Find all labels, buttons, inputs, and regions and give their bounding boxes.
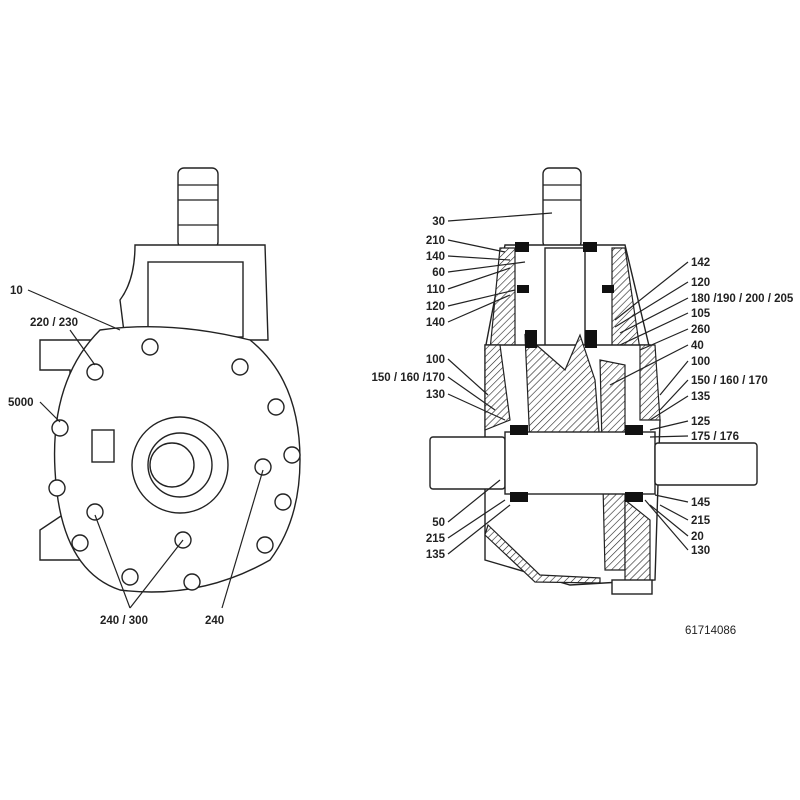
part-label: 5000	[8, 397, 34, 409]
part-label: 260	[691, 324, 710, 336]
part-label: 150 / 160 /170	[371, 372, 445, 384]
part-label: 240 / 300	[100, 615, 148, 627]
left-part-labels: 30 210 140 60 110 120 140 100 150 / 160 …	[371, 216, 445, 561]
part-label: 100	[426, 354, 445, 366]
part-label: 135	[691, 391, 711, 403]
part-label: 145	[691, 497, 711, 509]
part-label: 130	[691, 545, 710, 557]
part-label: 135	[426, 549, 446, 561]
leader-lines	[447, 212, 689, 555]
part-label: 120	[426, 301, 445, 313]
part-label: 40	[691, 340, 704, 352]
section-view: 30 210 140 60 110 120 140 100 150 / 160 …	[371, 167, 794, 595]
part-label: 240	[205, 615, 224, 627]
part-label: 215	[691, 515, 711, 527]
part-label: 60	[432, 267, 445, 279]
part-label: 150 / 160 / 170	[691, 375, 768, 387]
part-label: 105	[691, 308, 711, 320]
part-label: 120	[691, 277, 710, 289]
bolt-holes	[48, 338, 301, 591]
part-label: 50	[432, 517, 445, 529]
part-label: 10	[10, 285, 23, 297]
part-label: 125	[691, 416, 711, 428]
part-label: 20	[691, 531, 704, 543]
right-part-labels: 142 120 180 /190 / 200 / 205 105 260 40 …	[691, 257, 794, 557]
part-label: 220 / 230	[30, 317, 78, 329]
part-label: 110	[426, 284, 445, 296]
drawing-number: 61714086	[685, 625, 736, 637]
part-label: 140	[426, 317, 445, 329]
part-label: 130	[426, 389, 445, 401]
part-label: 100	[691, 356, 710, 368]
part-label: 142	[691, 257, 710, 269]
part-label: 175 / 176	[691, 431, 739, 443]
part-label: 210	[426, 235, 445, 247]
part-label: 180 /190 / 200 / 205	[691, 293, 794, 305]
front-view: 10 220 / 230 5000 240 / 300 240	[8, 167, 301, 627]
part-label: 215	[426, 533, 446, 545]
part-label: 30	[432, 216, 445, 228]
part-label: 140	[426, 251, 445, 263]
